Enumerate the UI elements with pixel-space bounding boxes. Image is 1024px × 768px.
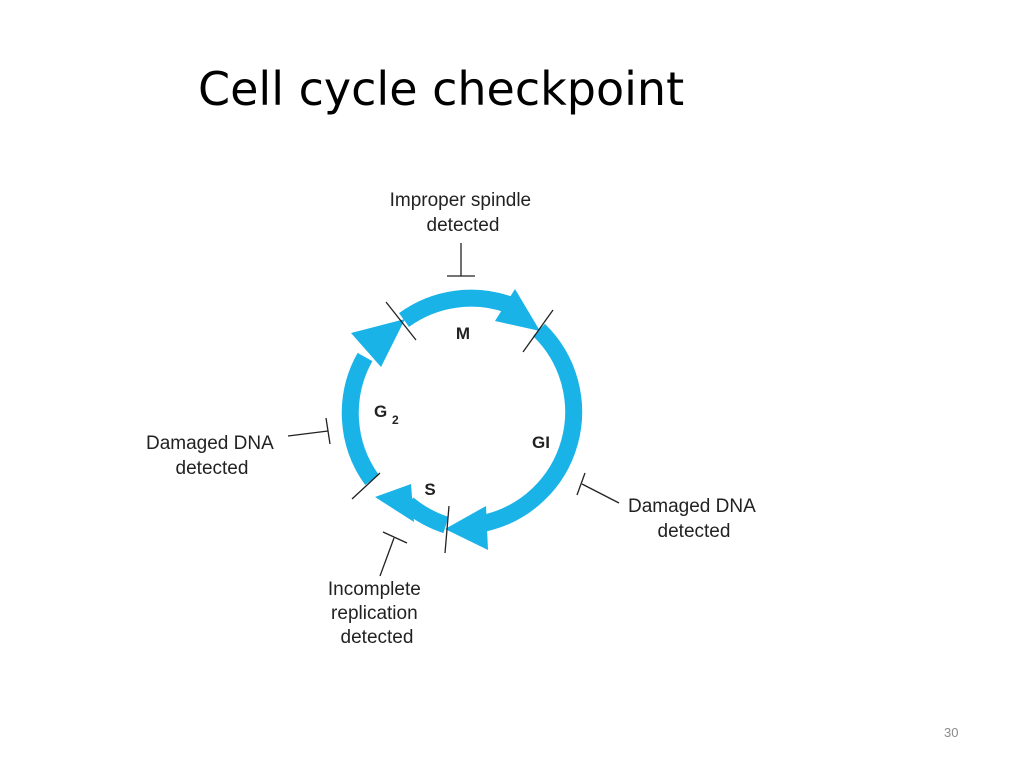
slide-title: Cell cycle checkpoint bbox=[198, 62, 685, 116]
arrow-segment-s bbox=[402, 497, 449, 534]
phase-label-g2-subscript: 2 bbox=[392, 413, 399, 427]
tick-mark-m-g1 bbox=[522, 309, 554, 353]
checkpoint-marker-bottom-bar bbox=[382, 531, 408, 544]
checkpoint-label-bottom-line3: detected bbox=[341, 627, 414, 648]
tick-mark-s-g2 bbox=[351, 472, 381, 500]
checkpoint-markers bbox=[287, 243, 620, 577]
checkpoint-label-left: Damaged DNA detected bbox=[146, 433, 278, 479]
checkpoint-label-right-line2: detected bbox=[658, 521, 731, 542]
checkpoint-marker-bottom-stem bbox=[379, 537, 395, 577]
phase-label-g2: G 2 bbox=[374, 402, 399, 427]
cycle-arrows bbox=[341, 289, 583, 550]
arrow-segment-m bbox=[399, 289, 513, 327]
checkpoint-marker-right-bar bbox=[576, 472, 586, 496]
checkpoint-label-bottom-line2: replication bbox=[331, 603, 418, 624]
phase-label-m: M bbox=[456, 324, 470, 343]
checkpoint-label-left-line2: detected bbox=[176, 458, 249, 479]
page-number: 30 bbox=[944, 725, 959, 740]
tick-mark-g2-m bbox=[385, 301, 417, 341]
phase-label-s: S bbox=[424, 480, 435, 499]
checkpoint-label-bottom-line1: Incomplete bbox=[328, 579, 421, 600]
ring-tick-marks bbox=[351, 301, 554, 554]
arrowhead-m-to-g1 bbox=[495, 289, 540, 331]
tick-mark-g1-s bbox=[444, 505, 450, 554]
arrow-segment-g1 bbox=[483, 323, 583, 532]
checkpoint-label-left-line1: Damaged DNA bbox=[146, 433, 274, 454]
checkpoint-marker-right-stem bbox=[581, 483, 620, 504]
phase-label-g1: GI bbox=[532, 433, 550, 452]
checkpoint-label-top-line2: detected bbox=[427, 215, 500, 236]
arrowhead-g2-to-m bbox=[351, 319, 405, 367]
checkpoint-label-top-line1: Improper spindle bbox=[390, 190, 532, 211]
arrowhead-g1-to-s bbox=[445, 506, 488, 550]
checkpoint-label-right: Damaged DNA detected bbox=[628, 496, 760, 542]
checkpoint-marker-left-bar bbox=[325, 417, 331, 445]
arrow-segment-g2-to-m bbox=[341, 352, 379, 485]
checkpoint-label-bottom: Incomplete replication detected bbox=[328, 579, 426, 648]
checkpoint-marker-left-stem bbox=[287, 430, 329, 437]
checkpoint-label-right-line1: Damaged DNA bbox=[628, 496, 756, 517]
checkpoint-label-top: Improper spindle detected bbox=[390, 190, 537, 236]
arrowhead-s-to-g2 bbox=[375, 484, 414, 522]
phase-label-g2-letter: G bbox=[374, 402, 387, 421]
